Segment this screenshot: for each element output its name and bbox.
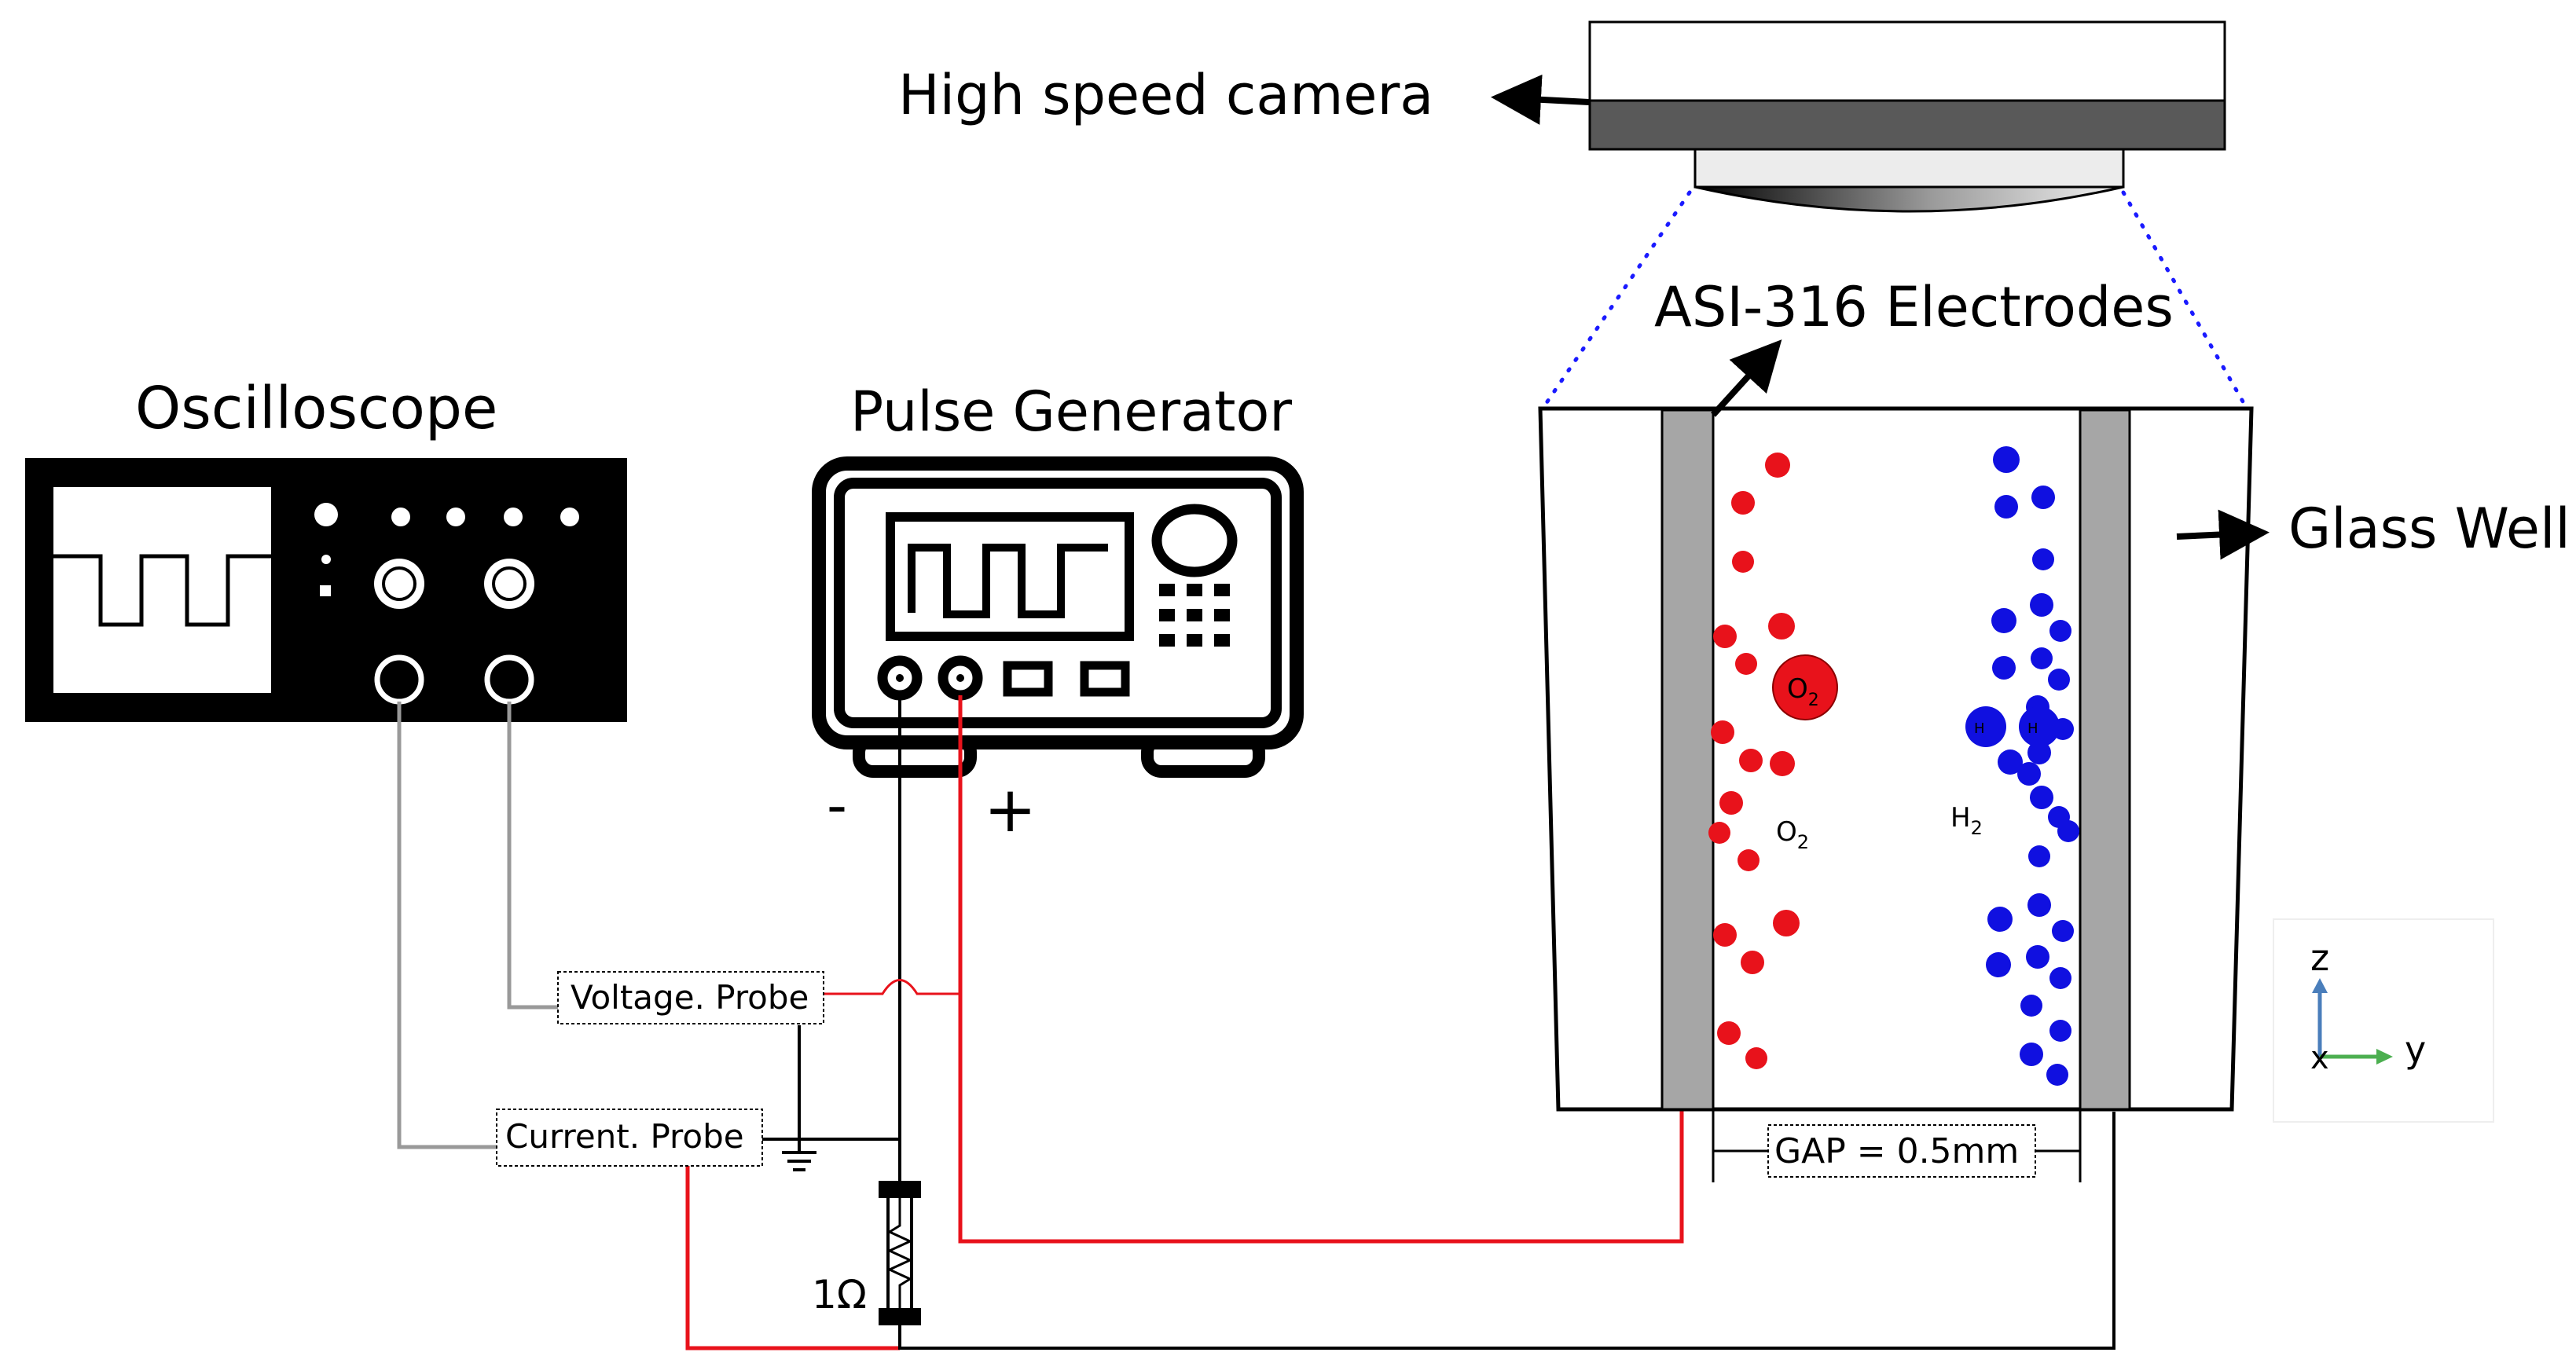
scope-dial-1[interactable] bbox=[374, 559, 424, 609]
voltage-probe-ground-wire bbox=[798, 1025, 900, 1141]
hydrogen-large-bubbles: H H bbox=[1965, 706, 2060, 747]
oscilloscope-label: Oscilloscope bbox=[135, 375, 497, 442]
camera-label-arrow bbox=[1491, 74, 1590, 125]
axis-x-label: x bbox=[2310, 1040, 2329, 1076]
svg-text:H: H bbox=[1974, 720, 1985, 737]
positive-signal-wire bbox=[958, 695, 1684, 1244]
svg-text:O2: O2 bbox=[1787, 673, 1819, 710]
glass-well bbox=[1538, 406, 2254, 1112]
hydrogen-bubbles bbox=[1986, 446, 2079, 1086]
oscilloscope-icon bbox=[25, 458, 627, 722]
voltage-probe: Voltage. Probe bbox=[557, 971, 824, 1024]
current-probe: Current. Probe bbox=[496, 1109, 763, 1167]
camera-body-top bbox=[1588, 20, 2226, 102]
glass-well-label: Glass Well bbox=[2288, 497, 2570, 561]
current-probe-signal-wire bbox=[685, 1163, 900, 1351]
camera-body-band bbox=[1588, 99, 2226, 151]
glass-well-label-arrow bbox=[2176, 509, 2270, 560]
generator-waveform bbox=[908, 544, 1108, 618]
electrodes-label-arrow bbox=[1711, 339, 1782, 417]
xyz-axes-icon: z y x bbox=[2273, 918, 2494, 1123]
current-probe-label: Current. Probe bbox=[505, 1117, 744, 1156]
oscilloscope-screen bbox=[53, 487, 271, 693]
voltage-probe-cable bbox=[507, 702, 558, 1010]
electrode-left bbox=[1660, 409, 1715, 1111]
high-speed-camera bbox=[1540, 20, 2248, 411]
oxygen-large-bubble: O2 bbox=[1772, 654, 1838, 720]
gap-indicator: GAP = 0.5mm bbox=[1712, 1109, 2082, 1182]
electrodes-label: ASI-316 Electrodes bbox=[1654, 275, 2174, 339]
gap-label: GAP = 0.5mm bbox=[1774, 1131, 2019, 1171]
scope-dial-2[interactable] bbox=[484, 559, 534, 609]
voltage-probe-label: Voltage. Probe bbox=[571, 978, 809, 1017]
oscilloscope-trace bbox=[53, 554, 271, 627]
positive-terminal-label: + bbox=[984, 773, 1037, 846]
generator-keypad[interactable] bbox=[1159, 584, 1230, 647]
resistor-label: 1Ω bbox=[812, 1272, 867, 1318]
oxygen-label: O2 bbox=[1776, 816, 1809, 853]
view-cone-right bbox=[2121, 190, 2248, 409]
current-probe-cable bbox=[397, 702, 497, 1149]
scope-knob-3[interactable] bbox=[446, 508, 465, 526]
scope-knob-1[interactable] bbox=[314, 503, 338, 526]
voltage-probe-signal-wire bbox=[824, 979, 960, 995]
camera-lens bbox=[1694, 185, 2124, 213]
oxygen-bubbles bbox=[1708, 453, 1800, 1069]
scope-knob-4[interactable] bbox=[504, 508, 523, 526]
electrode-right bbox=[2079, 409, 2131, 1111]
return-wire bbox=[898, 1112, 2115, 1350]
axis-z-label: z bbox=[2310, 936, 2329, 979]
scope-indicator-dot bbox=[321, 555, 331, 564]
scope-knob-2[interactable] bbox=[391, 508, 410, 526]
scope-indicator-square bbox=[320, 585, 331, 596]
hydrogen-label: H2 bbox=[1950, 802, 1983, 839]
axis-y-label: y bbox=[2405, 1028, 2426, 1071]
camera-label: High speed camera bbox=[898, 63, 1433, 127]
signal-generator-icon bbox=[812, 456, 1304, 778]
svg-text:H: H bbox=[2027, 720, 2038, 737]
glass-well-outline bbox=[1538, 406, 2254, 1112]
pulse-generator-label: Pulse Generator bbox=[850, 379, 1292, 444]
generator-button-1[interactable] bbox=[1003, 661, 1053, 697]
generator-button-2[interactable] bbox=[1080, 661, 1130, 697]
generator-screen bbox=[886, 512, 1134, 641]
ground-symbol-icon bbox=[782, 1151, 816, 1171]
camera-lens-mount bbox=[1693, 148, 2125, 189]
scope-knob-5[interactable] bbox=[560, 508, 579, 526]
negative-terminal-label: - bbox=[827, 772, 847, 838]
generator-knob[interactable] bbox=[1151, 504, 1238, 577]
resistor-icon bbox=[879, 1181, 921, 1325]
